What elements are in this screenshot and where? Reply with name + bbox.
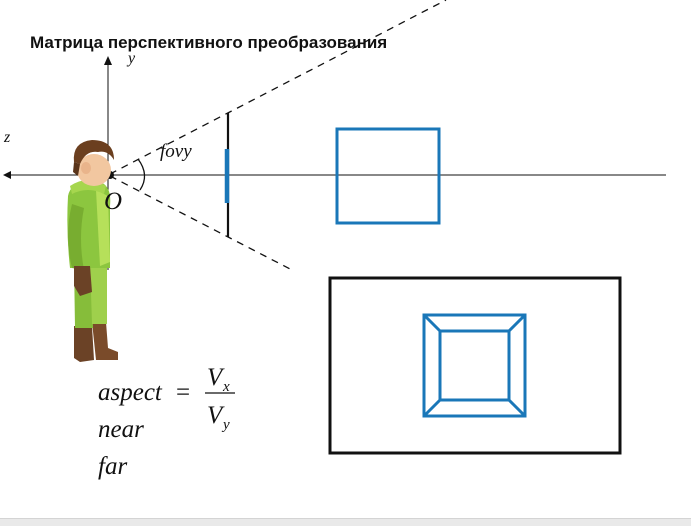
fov-angle-arc xyxy=(137,158,146,191)
z-axis-arrowhead xyxy=(3,171,11,179)
fov-label: fovy xyxy=(160,141,192,162)
denominator-subscript: y xyxy=(221,417,230,433)
page-title: Матрица перспективного преобразования xyxy=(30,33,388,52)
bottom-scrollbar-strip xyxy=(0,518,691,526)
z-axis-label: z xyxy=(3,129,11,146)
denominator-base: V xyxy=(207,402,225,429)
frustum-upper-edge xyxy=(109,0,447,175)
y-axis-arrowhead xyxy=(104,56,112,65)
view-frustum: fovy xyxy=(109,0,447,271)
screen-frame xyxy=(328,276,622,455)
numerator-base: V xyxy=(207,364,225,391)
origin-label: O xyxy=(104,188,122,215)
frustum-lower-edge xyxy=(109,175,293,271)
screen-view xyxy=(328,276,622,455)
frustum-corner-line-tr xyxy=(507,313,527,333)
frustum-outer-square xyxy=(422,313,527,418)
aspect-label: aspect xyxy=(98,379,163,406)
aspect-formula: aspect = V x V y near far xyxy=(98,364,235,480)
numerator-subscript: x xyxy=(222,379,230,395)
near-label: near xyxy=(98,416,144,443)
frustum-corner-line-tl xyxy=(422,313,442,333)
distant-object-square xyxy=(335,127,441,225)
observer-figure xyxy=(67,140,118,362)
equals-sign: = xyxy=(176,379,190,406)
far-label: far xyxy=(98,453,127,480)
frustum-inner-square xyxy=(438,329,511,402)
frustum-corner-line-br xyxy=(507,398,527,418)
y-axis-label: y xyxy=(126,50,136,67)
frustum-corner-line-bl xyxy=(422,398,442,418)
